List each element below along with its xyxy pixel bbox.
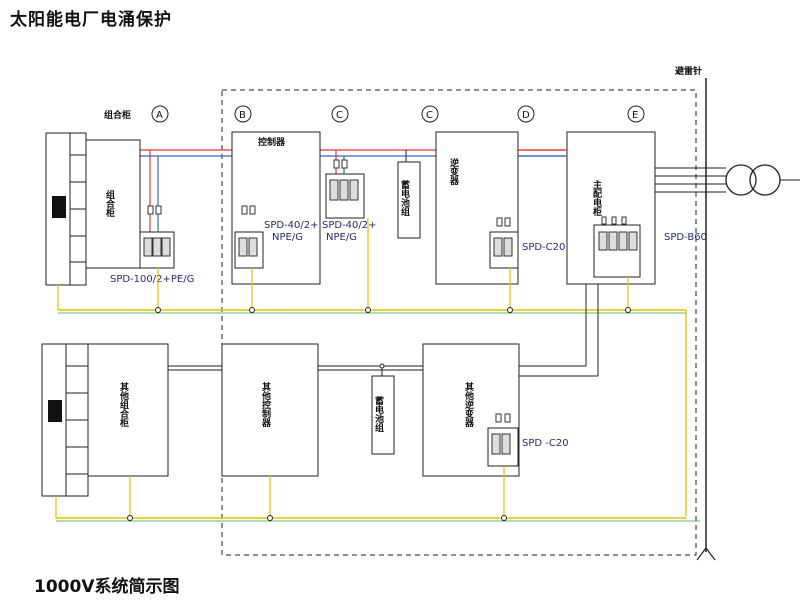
spd-d-label: SPD-C20 <box>522 242 565 253</box>
spd-b-label-2: NPE/G <box>272 232 303 243</box>
controller-label: 控制器 <box>258 136 286 148</box>
combiner-top-label: 组合柜 <box>104 109 131 121</box>
combiner-box-label: 组合柜 <box>104 189 116 218</box>
svg-text:D: D <box>522 110 530 121</box>
spd-c-label-2: NPE/G <box>326 232 357 243</box>
inverter: 逆变器 <box>435 131 519 285</box>
main-panel-label: 主配电柜 <box>591 179 603 217</box>
svg-text:蓄电池组: 蓄电池组 <box>399 179 410 217</box>
spd-device-d <box>489 217 519 269</box>
spd-device-c <box>325 159 365 219</box>
battery-bank-bottom: 蓄电池组 <box>371 375 395 455</box>
zone-marker-d: D <box>517 105 535 123</box>
diagram-caption: 1000V系统简示图 <box>34 577 180 597</box>
other-controller: 其他控制器 <box>221 343 319 477</box>
spd-device-b <box>234 205 264 269</box>
other-inverter-label: 其他逆变器 <box>463 381 475 428</box>
svg-text:蓄电池组: 蓄电池组 <box>373 395 384 433</box>
spd-a-label: SPD-100/2+PE/G <box>110 274 194 285</box>
zone-marker-b: B <box>234 105 252 123</box>
spd-device-f <box>487 413 519 467</box>
svg-text:E: E <box>632 110 638 121</box>
diagram-title: 太阳能电厂电涌保护 <box>10 10 172 30</box>
zone-marker-c2: C <box>421 105 439 123</box>
pv-array-panel-top <box>45 132 87 286</box>
other-controller-label: 其他控制器 <box>260 381 272 428</box>
zone-marker-e: E <box>627 105 645 123</box>
svg-text:B: B <box>239 110 246 121</box>
spd-device-e <box>593 216 641 278</box>
transformer-icon <box>725 164 800 196</box>
spd-f-label: SPD -C20 <box>522 438 569 449</box>
combiner-box: 组合柜 <box>85 139 141 269</box>
ground-symbol <box>696 547 716 561</box>
svg-text:A: A <box>156 110 163 121</box>
other-combiner-box: 其他组合柜 <box>87 343 169 477</box>
zone-marker-a: A <box>151 105 169 123</box>
spd-b-label-1: SPD-40/2+ <box>264 220 319 231</box>
battery-bank-top: 蓄电池组 <box>397 161 421 239</box>
spd-c-label-1: SPD-40/2+ <box>322 220 377 231</box>
lightning-rod-label: 避雷针 <box>675 65 702 77</box>
spd-device-a <box>139 205 175 269</box>
protection-zone-border <box>221 89 697 556</box>
spd-e-label: SPD-B60 <box>664 232 707 243</box>
svg-text:C: C <box>336 110 343 121</box>
pv-array-panel-bottom <box>41 343 89 497</box>
inverter-label: 逆变器 <box>448 157 460 186</box>
svg-text:C: C <box>426 110 433 121</box>
zone-marker-c1: C <box>331 105 349 123</box>
other-combiner-label: 其他组合柜 <box>118 381 130 428</box>
